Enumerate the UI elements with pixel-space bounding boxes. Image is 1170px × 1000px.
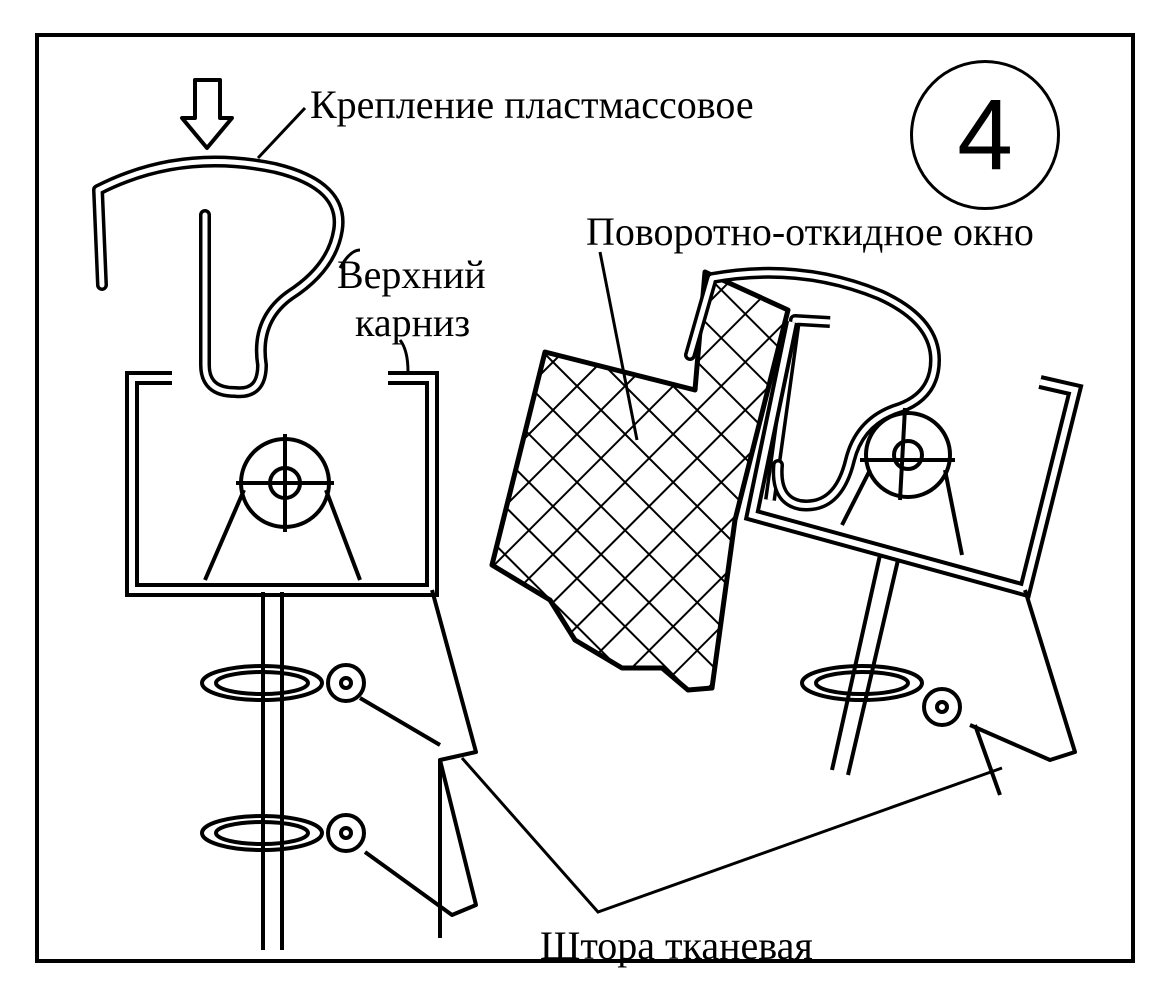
upper-rail-right [743,320,1084,599]
window-sash [489,269,791,693]
curtain-rod-left [261,592,284,950]
plastic-clip-right [684,266,941,512]
label-plastic-clip: Крепление пластмассовое [310,82,754,127]
label-window: Поворотно-откидное окно [586,209,1034,254]
plastic-clip [92,155,345,399]
label-upper-rail-line2: карниз [355,300,471,345]
leader-lines [256,106,1003,914]
roller-left [203,434,362,581]
curtain-left [358,589,478,938]
label-curtain: Штора тканевая [540,923,813,968]
sash-fixing [764,314,831,501]
figure-number: 4 [957,79,1013,191]
upper-rail-left [125,371,439,597]
down-arrow-icon [180,78,234,150]
rings-left [200,663,366,853]
roller-right [840,407,964,556]
ring-right [800,664,962,727]
curtain-right [969,589,1077,796]
figure-number-badge: 4 [910,60,1060,210]
label-upper-rail-line1: Верхний [337,252,486,297]
